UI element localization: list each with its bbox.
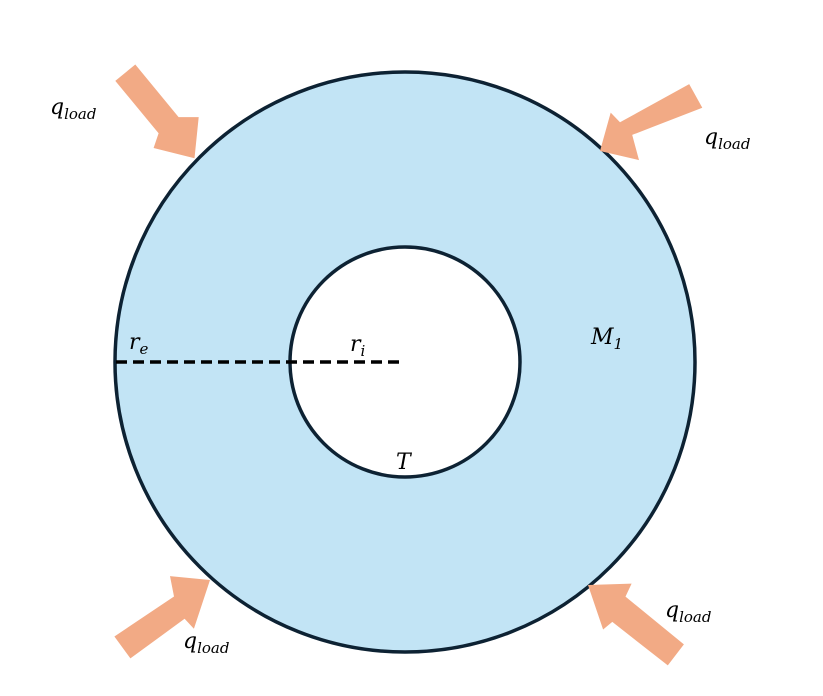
temperature-label: T xyxy=(396,450,413,475)
load-arrow-bottom-right xyxy=(588,583,684,666)
load-label-top-right: qload xyxy=(704,125,750,153)
load-arrow-top-right xyxy=(600,84,703,161)
load-arrow-top-left xyxy=(115,64,199,159)
outer-radius-label: re xyxy=(129,330,149,358)
load-arrow-bottom-left xyxy=(114,576,210,659)
material-label: M1 xyxy=(590,325,623,353)
load-label-top-left: qload xyxy=(50,95,96,123)
inner-radius-label: ri xyxy=(350,332,366,360)
load-label-bottom-left: qload xyxy=(183,629,229,657)
load-label-bottom-right: qload xyxy=(665,598,711,626)
